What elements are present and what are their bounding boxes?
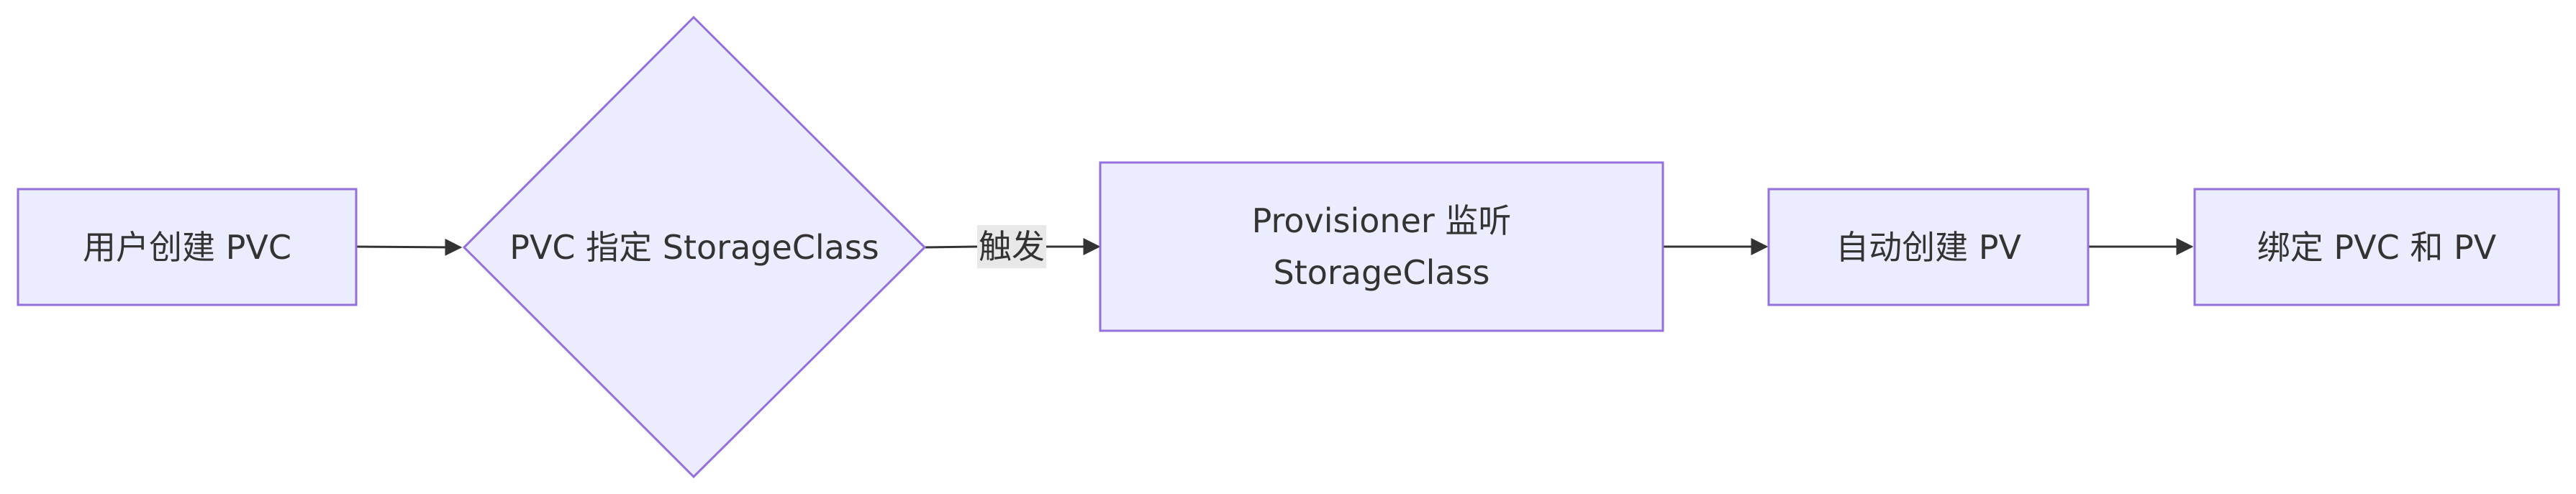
label-pvc-storageclass-text: PVC 指定 StorageClass bbox=[509, 228, 879, 267]
label-user-create-pvc-text: 用户创建 PVC bbox=[83, 227, 291, 267]
edge-label-trigger-text: 触发 bbox=[979, 227, 1045, 266]
label-auto-create-pv: 自动创建 PV bbox=[1769, 189, 2088, 305]
node-user-create-pvc bbox=[17, 188, 358, 306]
label-pvc-storageclass: PVC 指定 StorageClass bbox=[475, 219, 914, 276]
label-bind-pvc-pv: 绑定 PVC 和 PV bbox=[2195, 189, 2559, 305]
node-pvc-storageclass-diamond bbox=[462, 15, 927, 479]
label-provisioner: Provisioner 监听 StorageClass bbox=[1100, 163, 1663, 331]
label-user-create-pvc: 用户创建 PVC bbox=[18, 189, 356, 305]
node-bind-pvc-pv bbox=[2193, 188, 2560, 306]
label-bind-pvc-pv-text: 绑定 PVC 和 PV bbox=[2257, 227, 2497, 267]
label-provisioner-line2: StorageClass bbox=[1273, 253, 1490, 292]
node-auto-create-pv bbox=[1767, 188, 2090, 306]
node-provisioner bbox=[1099, 161, 1664, 332]
label-auto-create-pv-text: 自动创建 PV bbox=[1836, 227, 2021, 267]
label-provisioner-line1: Provisioner 监听 bbox=[1251, 201, 1512, 240]
edge-label-trigger: 触发 bbox=[977, 225, 1046, 268]
